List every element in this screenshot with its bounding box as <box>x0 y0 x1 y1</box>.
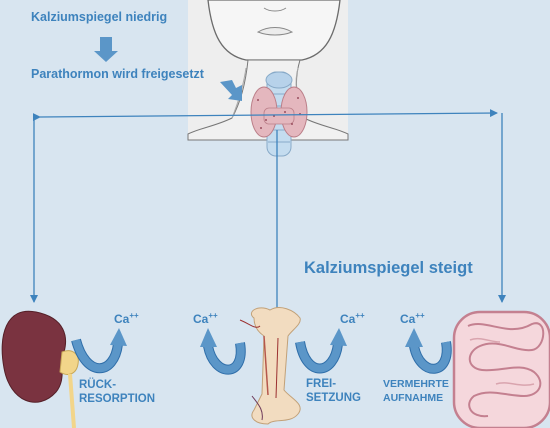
kidney-illustration <box>1 310 79 428</box>
step-calcium-low: Kalziumspiegel niedrig <box>31 10 168 24</box>
label-reabsorption-line1: RÜCK- <box>79 379 117 391</box>
calcium-ion-label-intestine: Ca++ <box>400 311 425 326</box>
label-absorption-line2: AUFNAHME <box>383 392 444 404</box>
calcium-ion-label-kidney: Ca++ <box>114 311 139 326</box>
curved-arrow-kidney <box>71 328 127 374</box>
label-absorption-line1: VERMEHRTE <box>383 378 449 390</box>
calcium-ion-label-bone-left: Ca++ <box>193 311 218 326</box>
label-release-line1: FREI- <box>306 378 337 390</box>
label-absorption: VERMEHRTE AUFNAHME <box>383 377 449 405</box>
curved-arrow-intestine <box>405 328 452 374</box>
calcium-ion-label-bone-right: Ca++ <box>340 311 365 326</box>
intestine-illustration <box>452 310 550 428</box>
arrow-to-thyroid <box>220 80 242 101</box>
step-parathormone-release: Parathormon wird freigesetzt <box>31 67 204 81</box>
label-release: FREI- SETZUNG <box>306 377 361 405</box>
label-release-line2: SETZUNG <box>306 392 361 404</box>
arrow-low-to-release <box>94 37 118 62</box>
bone-illustration <box>239 307 301 425</box>
label-reabsorption-line2: RESORPTION <box>79 393 156 405</box>
curved-arrow-bone-left <box>200 328 246 375</box>
curved-arrow-bone-right <box>295 328 347 374</box>
distribution-lines <box>30 109 506 319</box>
step-calcium-rises: Kalziumspiegel steigt <box>304 259 473 277</box>
label-reabsorption: RÜCK- RESORPTION <box>79 378 155 406</box>
